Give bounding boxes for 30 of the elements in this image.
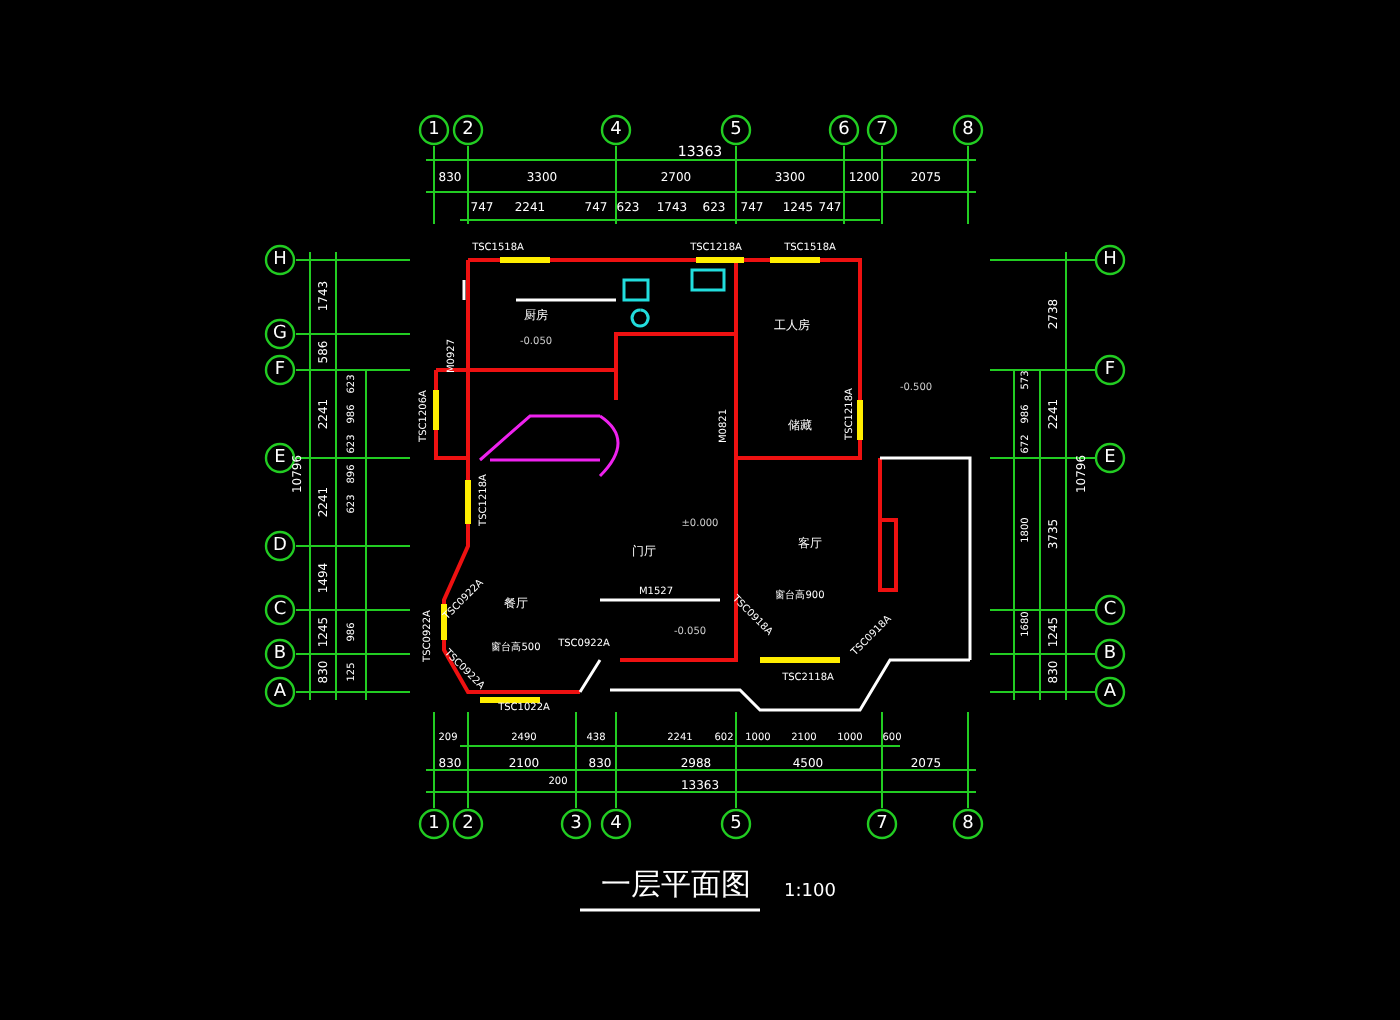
- axis-number: 6: [838, 120, 850, 140]
- axis-number: 1: [428, 120, 440, 140]
- axis-letter: F: [274, 360, 286, 380]
- axis-number: 1: [428, 814, 440, 834]
- axis-letter: C: [1103, 600, 1117, 620]
- axis-letter: A: [273, 682, 287, 702]
- axis-letter: F: [1104, 360, 1116, 380]
- scale-text: 1:100: [784, 882, 836, 902]
- axis-letter: G: [273, 324, 287, 344]
- axis-number: 4: [610, 814, 622, 834]
- axis-letter: C: [273, 600, 287, 620]
- axis-number: 3: [570, 814, 582, 834]
- axis-number: 8: [962, 814, 974, 834]
- axis-letter: B: [1103, 644, 1117, 664]
- axis-letter: H: [1103, 250, 1117, 270]
- axis-letter: B: [273, 644, 287, 664]
- axis-number: 5: [730, 814, 742, 834]
- axis-letter: E: [1104, 448, 1116, 468]
- axis-number: 2: [462, 120, 474, 140]
- axis-letter: H: [273, 250, 287, 270]
- axis-letter: E: [274, 448, 286, 468]
- axis-number: 2: [462, 814, 474, 834]
- axis-number: 7: [876, 120, 888, 140]
- axis-number: 4: [610, 120, 622, 140]
- axis-number: 7: [876, 814, 888, 834]
- axis-letter: A: [1103, 682, 1117, 702]
- axis-number: 8: [962, 120, 974, 140]
- drawing-title: 一层平面图: [601, 866, 751, 902]
- axis-letter: D: [273, 536, 287, 556]
- axis-number: 5: [730, 120, 742, 140]
